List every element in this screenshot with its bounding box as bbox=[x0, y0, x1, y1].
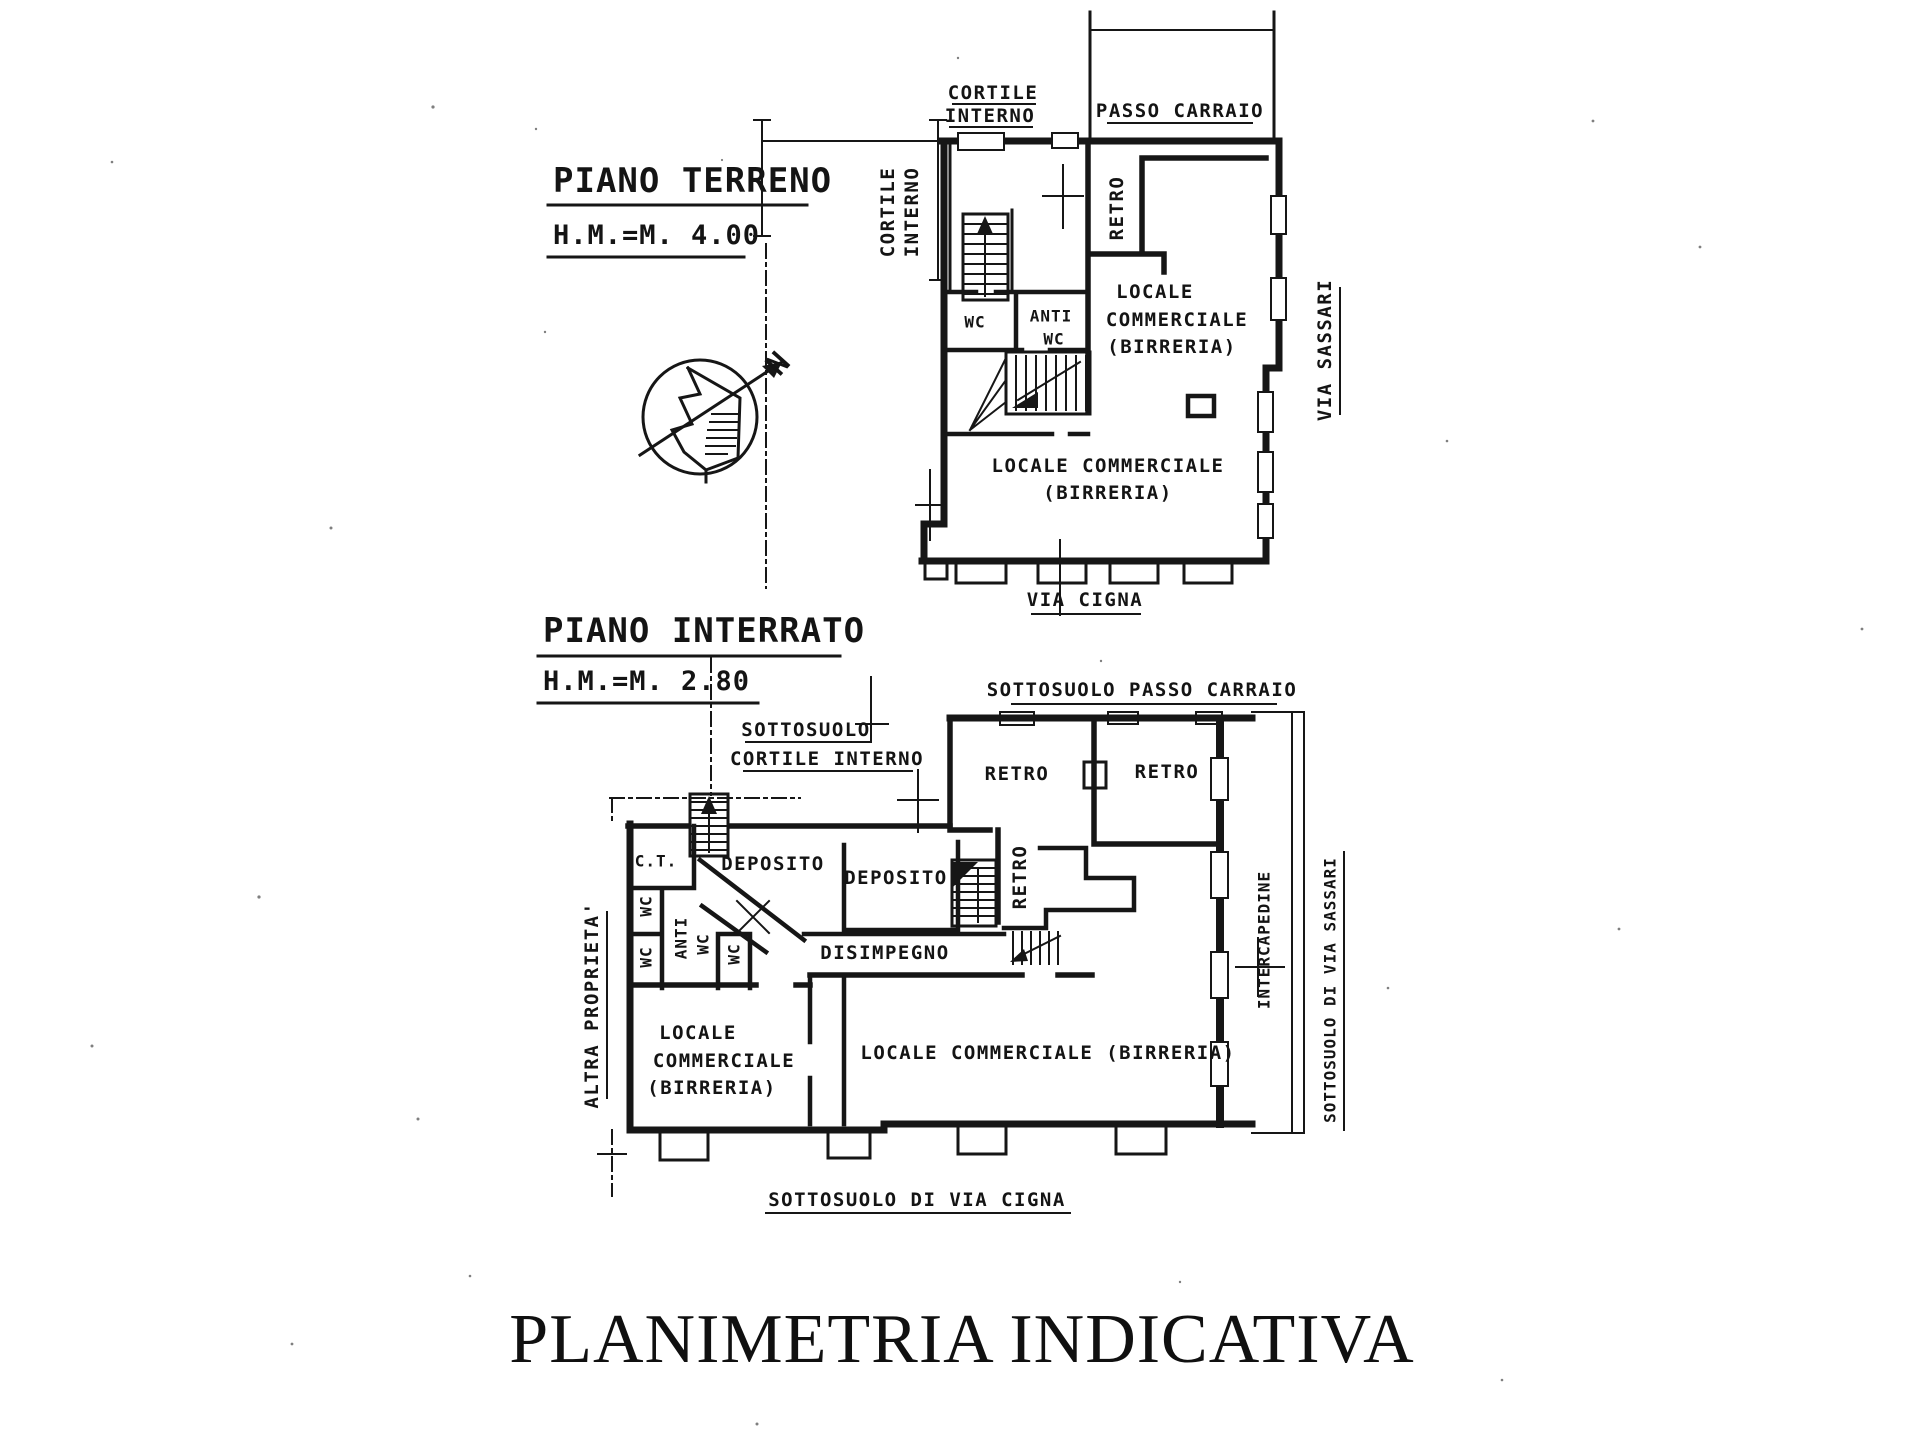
room-label-cortile-interno: CORTILE bbox=[948, 82, 1039, 104]
piano-terreno-title-block: PIANO TERRENO H.M.=M. 4.00 bbox=[546, 161, 832, 259]
section-marks bbox=[855, 676, 1285, 997]
window bbox=[1257, 451, 1274, 493]
street-label-passo-carraio: PASSO CARRAIO bbox=[1096, 100, 1264, 122]
room-label-anti-wc: ANTI bbox=[1030, 307, 1073, 326]
room-label-locale-commerciale: (BIRRERIA) bbox=[1107, 336, 1236, 358]
room-label-cortile-interno: INTERNO bbox=[945, 105, 1036, 127]
staircase bbox=[968, 350, 1092, 432]
window bbox=[954, 559, 1008, 585]
room-label-locale-commerciale: (BIRRERIA) bbox=[647, 1077, 776, 1099]
room-label-wc: WC bbox=[964, 313, 985, 332]
window bbox=[1210, 757, 1229, 801]
room-label-anti-wc: WC bbox=[694, 933, 713, 954]
room-label-anti-wc: WC bbox=[1043, 330, 1064, 349]
courtyard-label: SOTTOSUOLO bbox=[741, 719, 870, 741]
room-label-locale-commerciale-main: LOCALE COMMERCIALE bbox=[992, 455, 1225, 477]
door-mark bbox=[735, 899, 771, 935]
piano-terreno-title: PIANO TERRENO bbox=[553, 161, 832, 201]
room-label-locale-commerciale: LOCALE bbox=[659, 1022, 737, 1044]
outer-wall-left bbox=[920, 137, 948, 565]
room-label-deposito: DEPOSITO bbox=[844, 867, 948, 889]
piano-interrato-height-note: H.M.=M. 2.80 bbox=[543, 666, 750, 697]
inner-walls bbox=[1085, 138, 1269, 413]
room-label-cortile-interno-side: INTERNO bbox=[901, 167, 923, 258]
retro-corridor-walls bbox=[1001, 845, 1137, 931]
room-label-wc: WC bbox=[725, 943, 744, 964]
staircase bbox=[1010, 931, 1062, 965]
pillar bbox=[1185, 393, 1217, 419]
wc-walls bbox=[941, 289, 1091, 437]
section-marks bbox=[915, 164, 1084, 616]
room-label-disimpegno: DISIMPEGNO bbox=[820, 942, 949, 964]
piano-terreno-labels: CORTILE INTERNO PASSO CARRAIO CORTILE IN… bbox=[877, 82, 1341, 615]
piano-interrato-plan bbox=[597, 657, 1305, 1197]
street-label-sottosuolo-via-cigna: SOTTOSUOLO DI VIA CIGNA bbox=[768, 1189, 1066, 1211]
retro-walls bbox=[947, 715, 1223, 925]
window bbox=[1182, 559, 1234, 585]
room-label-ct: C.T. bbox=[635, 852, 678, 871]
window bbox=[1257, 503, 1274, 539]
window bbox=[1108, 559, 1160, 585]
compass-rose-icon: N bbox=[637, 346, 798, 484]
room-label-locale-commerciale: COMMERCIALE bbox=[1106, 309, 1248, 331]
staircase bbox=[688, 792, 730, 858]
window bbox=[1210, 1041, 1229, 1087]
label-intercapedine: INTERCAPEDINE bbox=[1255, 871, 1274, 1009]
window bbox=[1210, 851, 1229, 899]
room-label-wc: WC bbox=[637, 895, 656, 916]
passo-carraio-walls bbox=[1088, 10, 1276, 143]
pillar bbox=[957, 132, 1005, 151]
scan-noise bbox=[90, 56, 1864, 1426]
boundary-dashed-lines bbox=[609, 657, 801, 1197]
room-label-anti-wc: ANTI bbox=[672, 917, 691, 960]
room-label-locale-commerciale: COMMERCIALE bbox=[653, 1050, 795, 1072]
diagonal-corridor-walls bbox=[696, 856, 808, 956]
window bbox=[1270, 277, 1287, 321]
window bbox=[826, 1128, 872, 1160]
piano-interrato-title-block: PIANO INTERRATO H.M.=M. 2.80 bbox=[536, 611, 865, 705]
room-label-deposito: DEPOSITO bbox=[721, 853, 825, 875]
piano-interrato-title: PIANO INTERRATO bbox=[543, 611, 865, 651]
shaft-walls bbox=[807, 972, 847, 1127]
piano-terreno-height-note: H.M.=M. 4.00 bbox=[553, 220, 760, 251]
wall-notch bbox=[1107, 711, 1139, 725]
duct bbox=[1082, 760, 1108, 790]
window bbox=[956, 1122, 1008, 1156]
window bbox=[1270, 195, 1287, 235]
staircase bbox=[961, 212, 1010, 302]
room-label-locale-commerciale-main: (BIRRERIA) bbox=[1043, 482, 1172, 504]
room-label-wc: WC bbox=[637, 946, 656, 967]
pillar bbox=[1051, 132, 1079, 149]
street-label-sottosuolo-passo-carraio: SOTTOSUOLO PASSO CARRAIO bbox=[987, 679, 1298, 701]
window bbox=[1036, 559, 1088, 585]
staircase bbox=[950, 858, 998, 928]
window bbox=[923, 559, 949, 581]
right-boundary-lines bbox=[1251, 711, 1305, 1134]
room-label-retro-vertical: RETRO bbox=[1009, 845, 1031, 910]
window bbox=[1257, 391, 1274, 433]
room-label-locale-commerciale-main: LOCALE COMMERCIALE (BIRRERIA) bbox=[860, 1042, 1235, 1064]
street-label-via-cigna: VIA CIGNA bbox=[1027, 589, 1143, 611]
piano-terreno-plan bbox=[753, 10, 1287, 616]
room-label-retro: RETRO bbox=[1135, 761, 1200, 783]
courtyard-lines bbox=[753, 119, 947, 281]
window bbox=[658, 1128, 710, 1162]
street-label-sottosuolo-via-sassari: SOTTOSUOLO DI VIA SASSARI bbox=[1321, 857, 1340, 1123]
room-label-retro: RETRO bbox=[985, 763, 1050, 785]
document-footer-title: PLANIMETRIA INDICATIVA bbox=[509, 1301, 1414, 1378]
courtyard-label: CORTILE INTERNO bbox=[730, 748, 924, 770]
wc-walls bbox=[629, 887, 753, 991]
wall-notch bbox=[999, 711, 1035, 726]
wall-notch bbox=[1195, 711, 1223, 725]
boundary-label-altra-proprieta: ALTRA PROPRIETA' bbox=[581, 901, 603, 1108]
window bbox=[1210, 951, 1229, 999]
window bbox=[1114, 1122, 1168, 1156]
piano-interrato-labels: SOTTOSUOLO PASSO CARRAIO SOTTOSUOLO CORT… bbox=[581, 679, 1345, 1214]
room-label-cortile-interno-side: CORTILE bbox=[877, 167, 899, 258]
room-label-locale-commerciale: LOCALE bbox=[1116, 281, 1194, 303]
street-label-via-sassari: VIA SASSARI bbox=[1314, 279, 1336, 421]
room-label-retro: RETRO bbox=[1106, 176, 1128, 241]
